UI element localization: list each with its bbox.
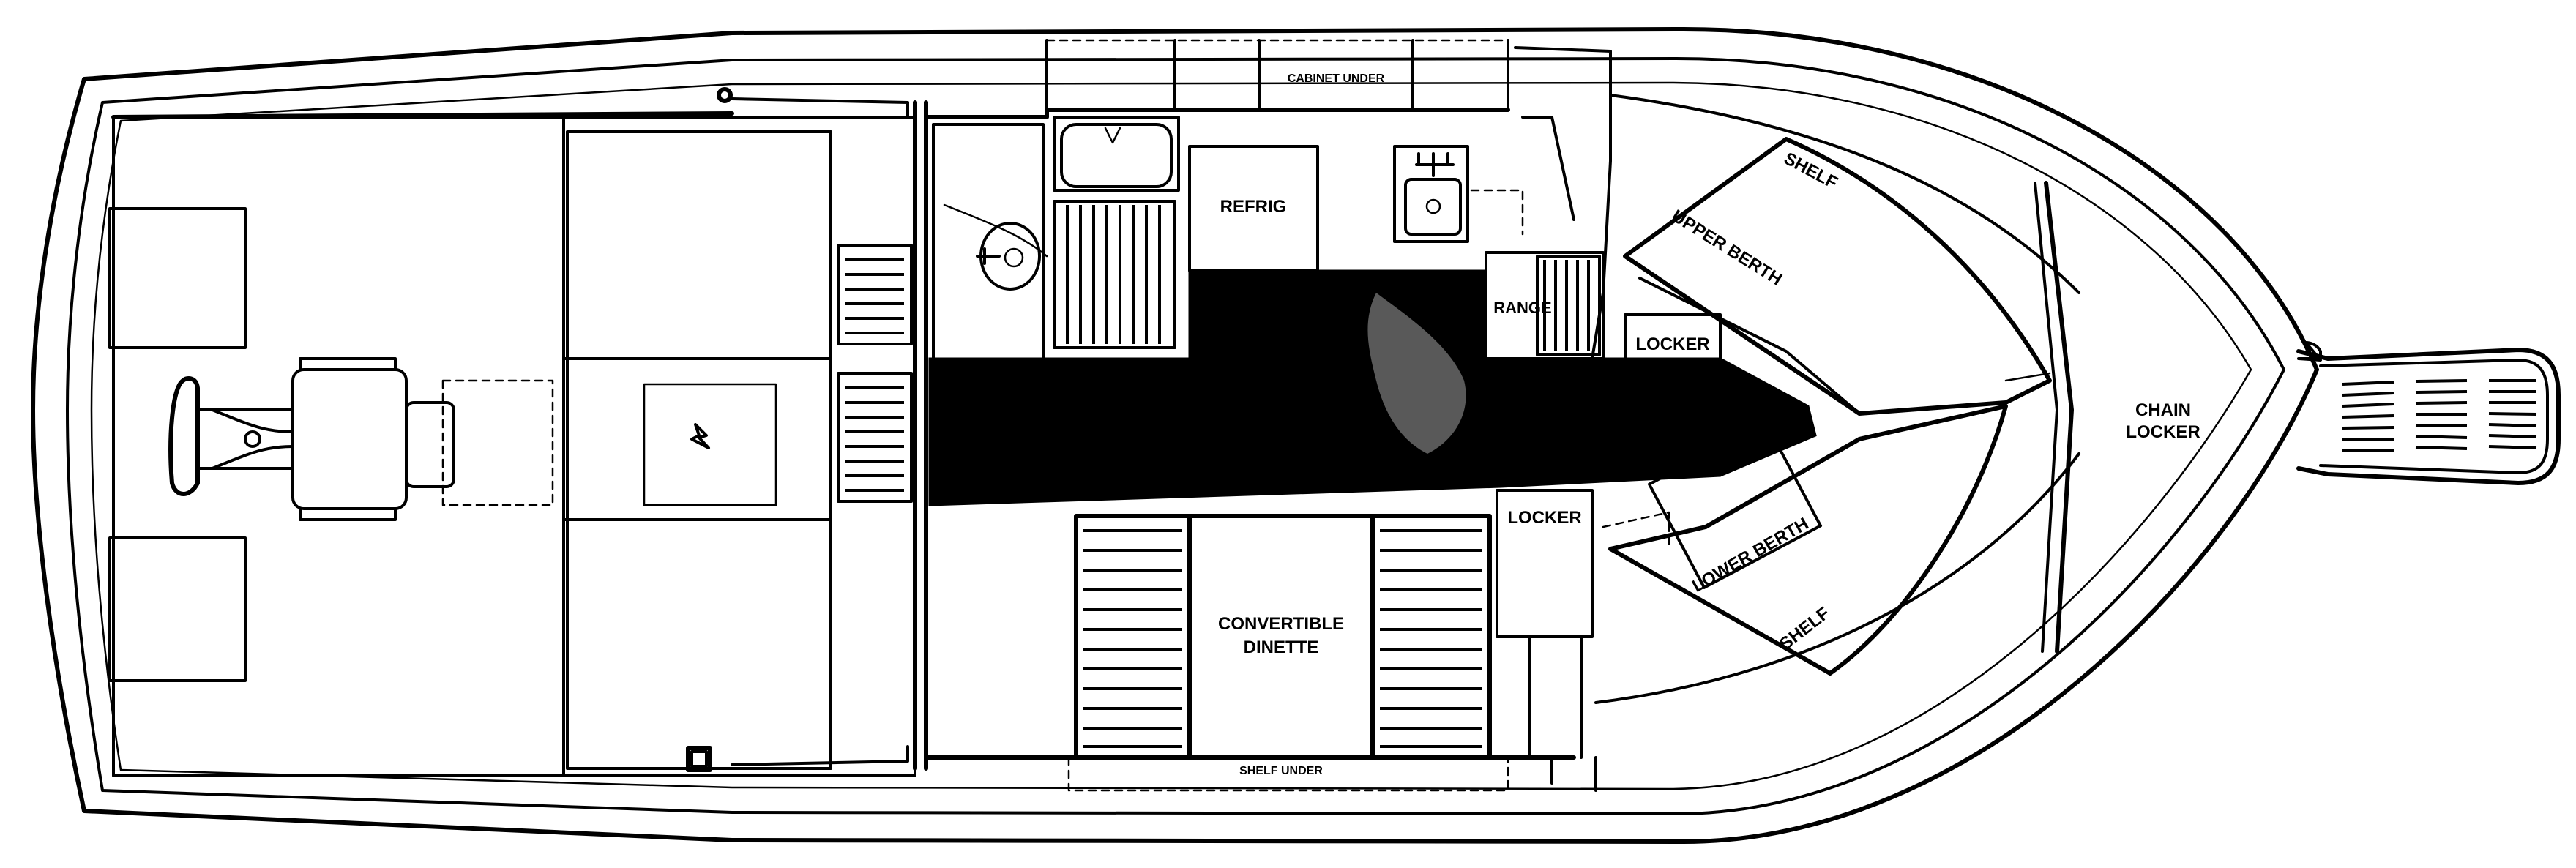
hatch-lower: [108, 536, 247, 682]
shower-grate: [1053, 200, 1176, 349]
range: RANGE: [1485, 251, 1605, 360]
pulpit-grating-2: [2415, 379, 2468, 450]
hatch-upper: [108, 207, 247, 349]
companionway-steps: [837, 100, 928, 771]
shelf-lower-label: SHELF: [1776, 603, 1834, 654]
locker-upper-label: LOCKER: [1635, 334, 1709, 354]
cabinet-under-label: CABINET UNDER: [1288, 72, 1385, 85]
convertible-dinette-label-2: DINETTE: [1244, 637, 1319, 657]
shelf-upper-label: SHELF: [1780, 149, 1840, 193]
trim-tab-icon: [690, 423, 710, 449]
toilet: [1053, 116, 1180, 192]
hull-outline: [31, 27, 2319, 844]
salon-floor: [928, 269, 1817, 506]
refrig-label: REFRIG: [1220, 197, 1287, 217]
range-label: RANGE: [1493, 299, 1551, 317]
upper-berth-label: UPPER BERTH: [1668, 206, 1785, 290]
pulpit-grating-3: [2488, 379, 2537, 449]
convertible-dinette-label-1: CONVERTIBLE: [1218, 614, 1344, 634]
bow-pulpit: [2296, 341, 2561, 485]
dinette: CONVERTIBLE DINETTE SHELF UNDER: [1074, 514, 1492, 777]
refrigerator: REFRIG: [1188, 145, 1319, 272]
chain-locker-label-1: CHAIN: [2135, 400, 2191, 420]
helm-seat: [168, 357, 455, 521]
galley-sink: [1393, 145, 1524, 243]
chain-locker-label-2: LOCKER: [2126, 422, 2200, 442]
shelf-under-label: SHELF UNDER: [1239, 765, 1323, 777]
head: [932, 116, 1180, 382]
deck-fill-icon: [686, 746, 712, 772]
locker-lower-label: LOCKER: [1507, 508, 1581, 528]
cockpit: [108, 111, 916, 777]
cockpit-fittings: [686, 87, 909, 772]
pulpit-grating-1: [2342, 381, 2394, 452]
